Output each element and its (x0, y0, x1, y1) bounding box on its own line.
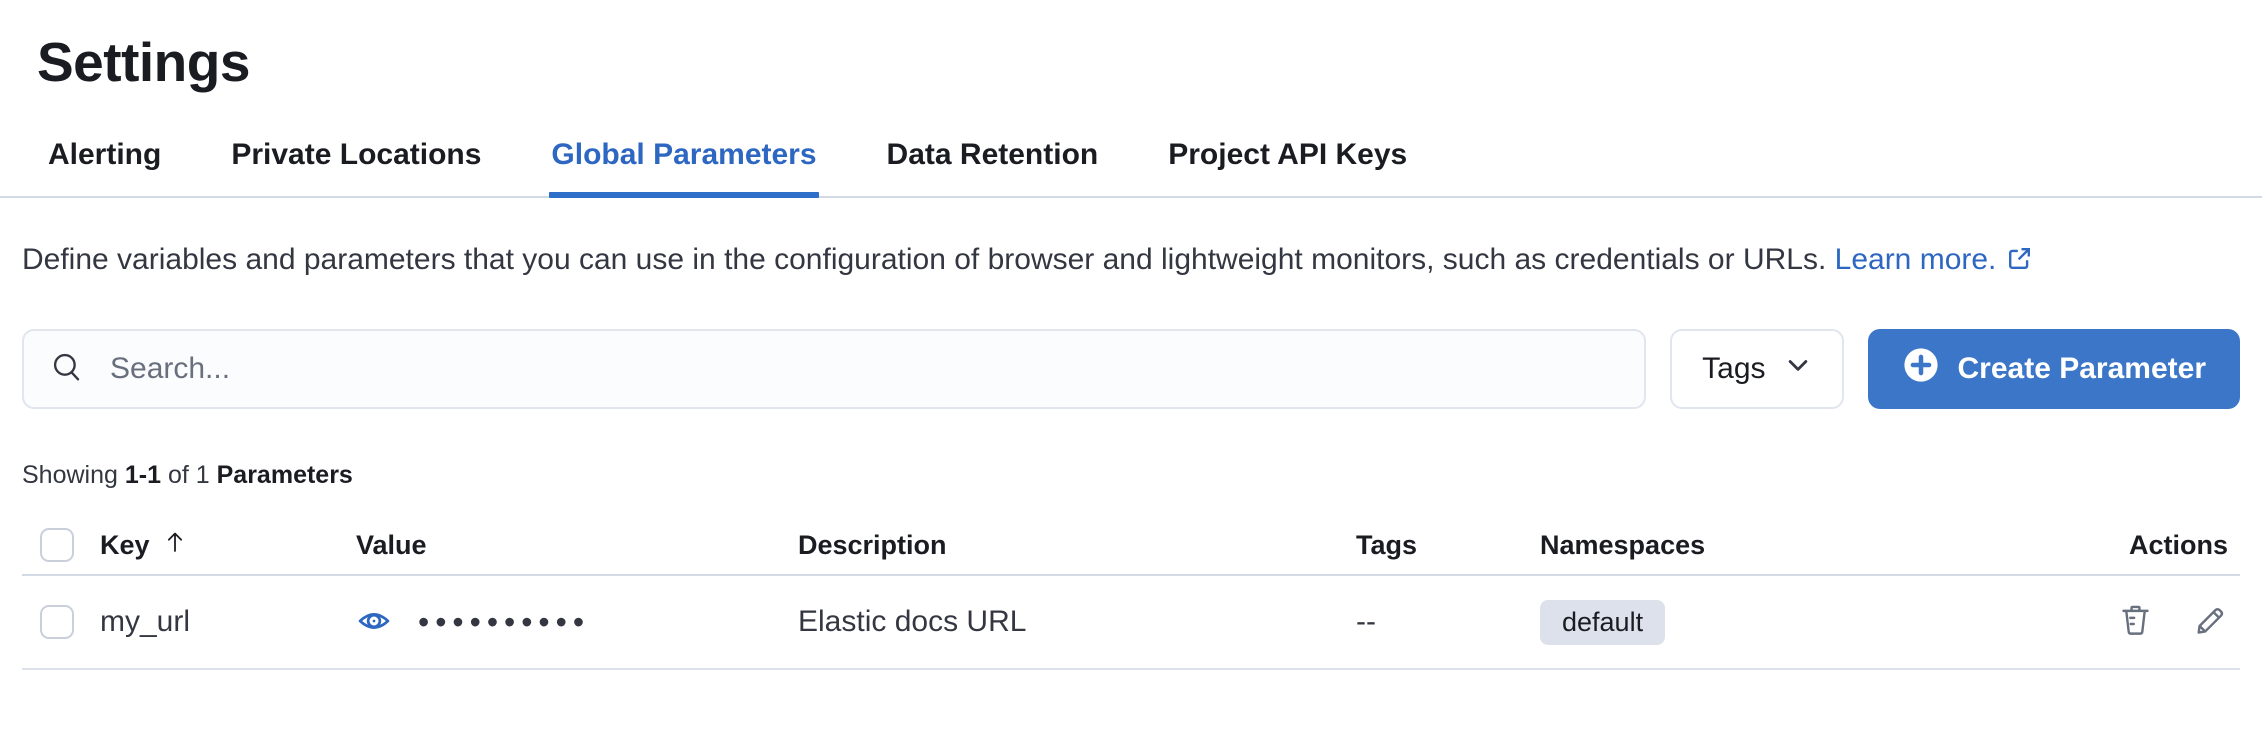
table-row: my_url •••••••••• Elastic docs URL -- de (22, 576, 2240, 670)
namespace-badge: default (1540, 599, 1666, 645)
column-header-namespaces: Namespaces (1540, 529, 1706, 560)
tab-global-parameters[interactable]: Global Parameters (549, 138, 819, 198)
search-box[interactable] (22, 329, 1647, 409)
cell-value: •••••••••• (356, 603, 798, 642)
select-all-checkbox[interactable] (40, 528, 74, 562)
cell-actions (2102, 603, 2240, 641)
table-header-row: Key Value Description Tags Namespaces Ac… (22, 516, 2240, 576)
tab-private-locations[interactable]: Private Locations (231, 138, 482, 171)
settings-tabs: Alerting Private Locations Global Parame… (0, 138, 2262, 198)
column-header-value: Value (356, 529, 427, 560)
summary-entity: Parameters (216, 461, 353, 489)
column-header-description: Description (798, 529, 947, 560)
create-parameter-label: Create Parameter (1957, 352, 2206, 385)
page-description: Define variables and parameters that you… (22, 236, 2238, 287)
column-header-actions: Actions (2128, 529, 2228, 560)
search-input[interactable] (110, 352, 1619, 386)
cell-description: Elastic docs URL (798, 605, 1027, 638)
summary-total: 1 (195, 461, 210, 489)
trash-icon (2118, 603, 2153, 641)
cell-key: my_url (100, 605, 191, 638)
results-summary: Showing 1-1 of 1 Parameters (22, 461, 353, 489)
edit-parameter-button[interactable] (2193, 603, 2228, 641)
tab-project-api-keys[interactable]: Project API Keys (1168, 138, 1408, 171)
sort-ascending-icon (162, 529, 188, 562)
row-checkbox[interactable] (40, 605, 74, 639)
masked-value: •••••••••• (418, 603, 591, 640)
tags-filter-label: Tags (1702, 352, 1766, 385)
plus-circle-icon (1902, 346, 1940, 392)
reveal-value-button[interactable] (356, 603, 392, 642)
tab-alerting[interactable]: Alerting (48, 138, 162, 171)
eye-icon (356, 603, 392, 642)
column-header-tags: Tags (1356, 529, 1418, 560)
description-text: Define variables and parameters that you… (22, 243, 1827, 276)
delete-parameter-button[interactable] (2118, 603, 2153, 641)
summary-range: 1-1 (124, 461, 161, 489)
create-parameter-button[interactable]: Create Parameter (1867, 329, 2240, 409)
tab-data-retention[interactable]: Data Retention (886, 138, 1099, 171)
pencil-icon (2193, 603, 2228, 641)
external-link-icon (2006, 239, 2033, 287)
tags-filter-button[interactable]: Tags (1670, 329, 1844, 409)
parameters-table: Key Value Description Tags Namespaces Ac… (22, 516, 2240, 670)
row-select-cell (22, 605, 100, 639)
parameters-toolbar: Tags Create Parameter (22, 329, 2240, 409)
settings-page: Settings Alerting Private Locations Glob… (0, 30, 2262, 754)
cell-tags: -- (1356, 605, 1376, 638)
page-title: Settings (37, 31, 250, 93)
learn-more-link[interactable]: Learn more. (1835, 243, 2034, 276)
chevron-down-icon (1784, 351, 1812, 387)
select-all-cell (22, 528, 100, 562)
column-header-key[interactable]: Key (100, 529, 356, 562)
cell-namespaces: default (1540, 599, 2102, 645)
search-icon (50, 350, 84, 389)
